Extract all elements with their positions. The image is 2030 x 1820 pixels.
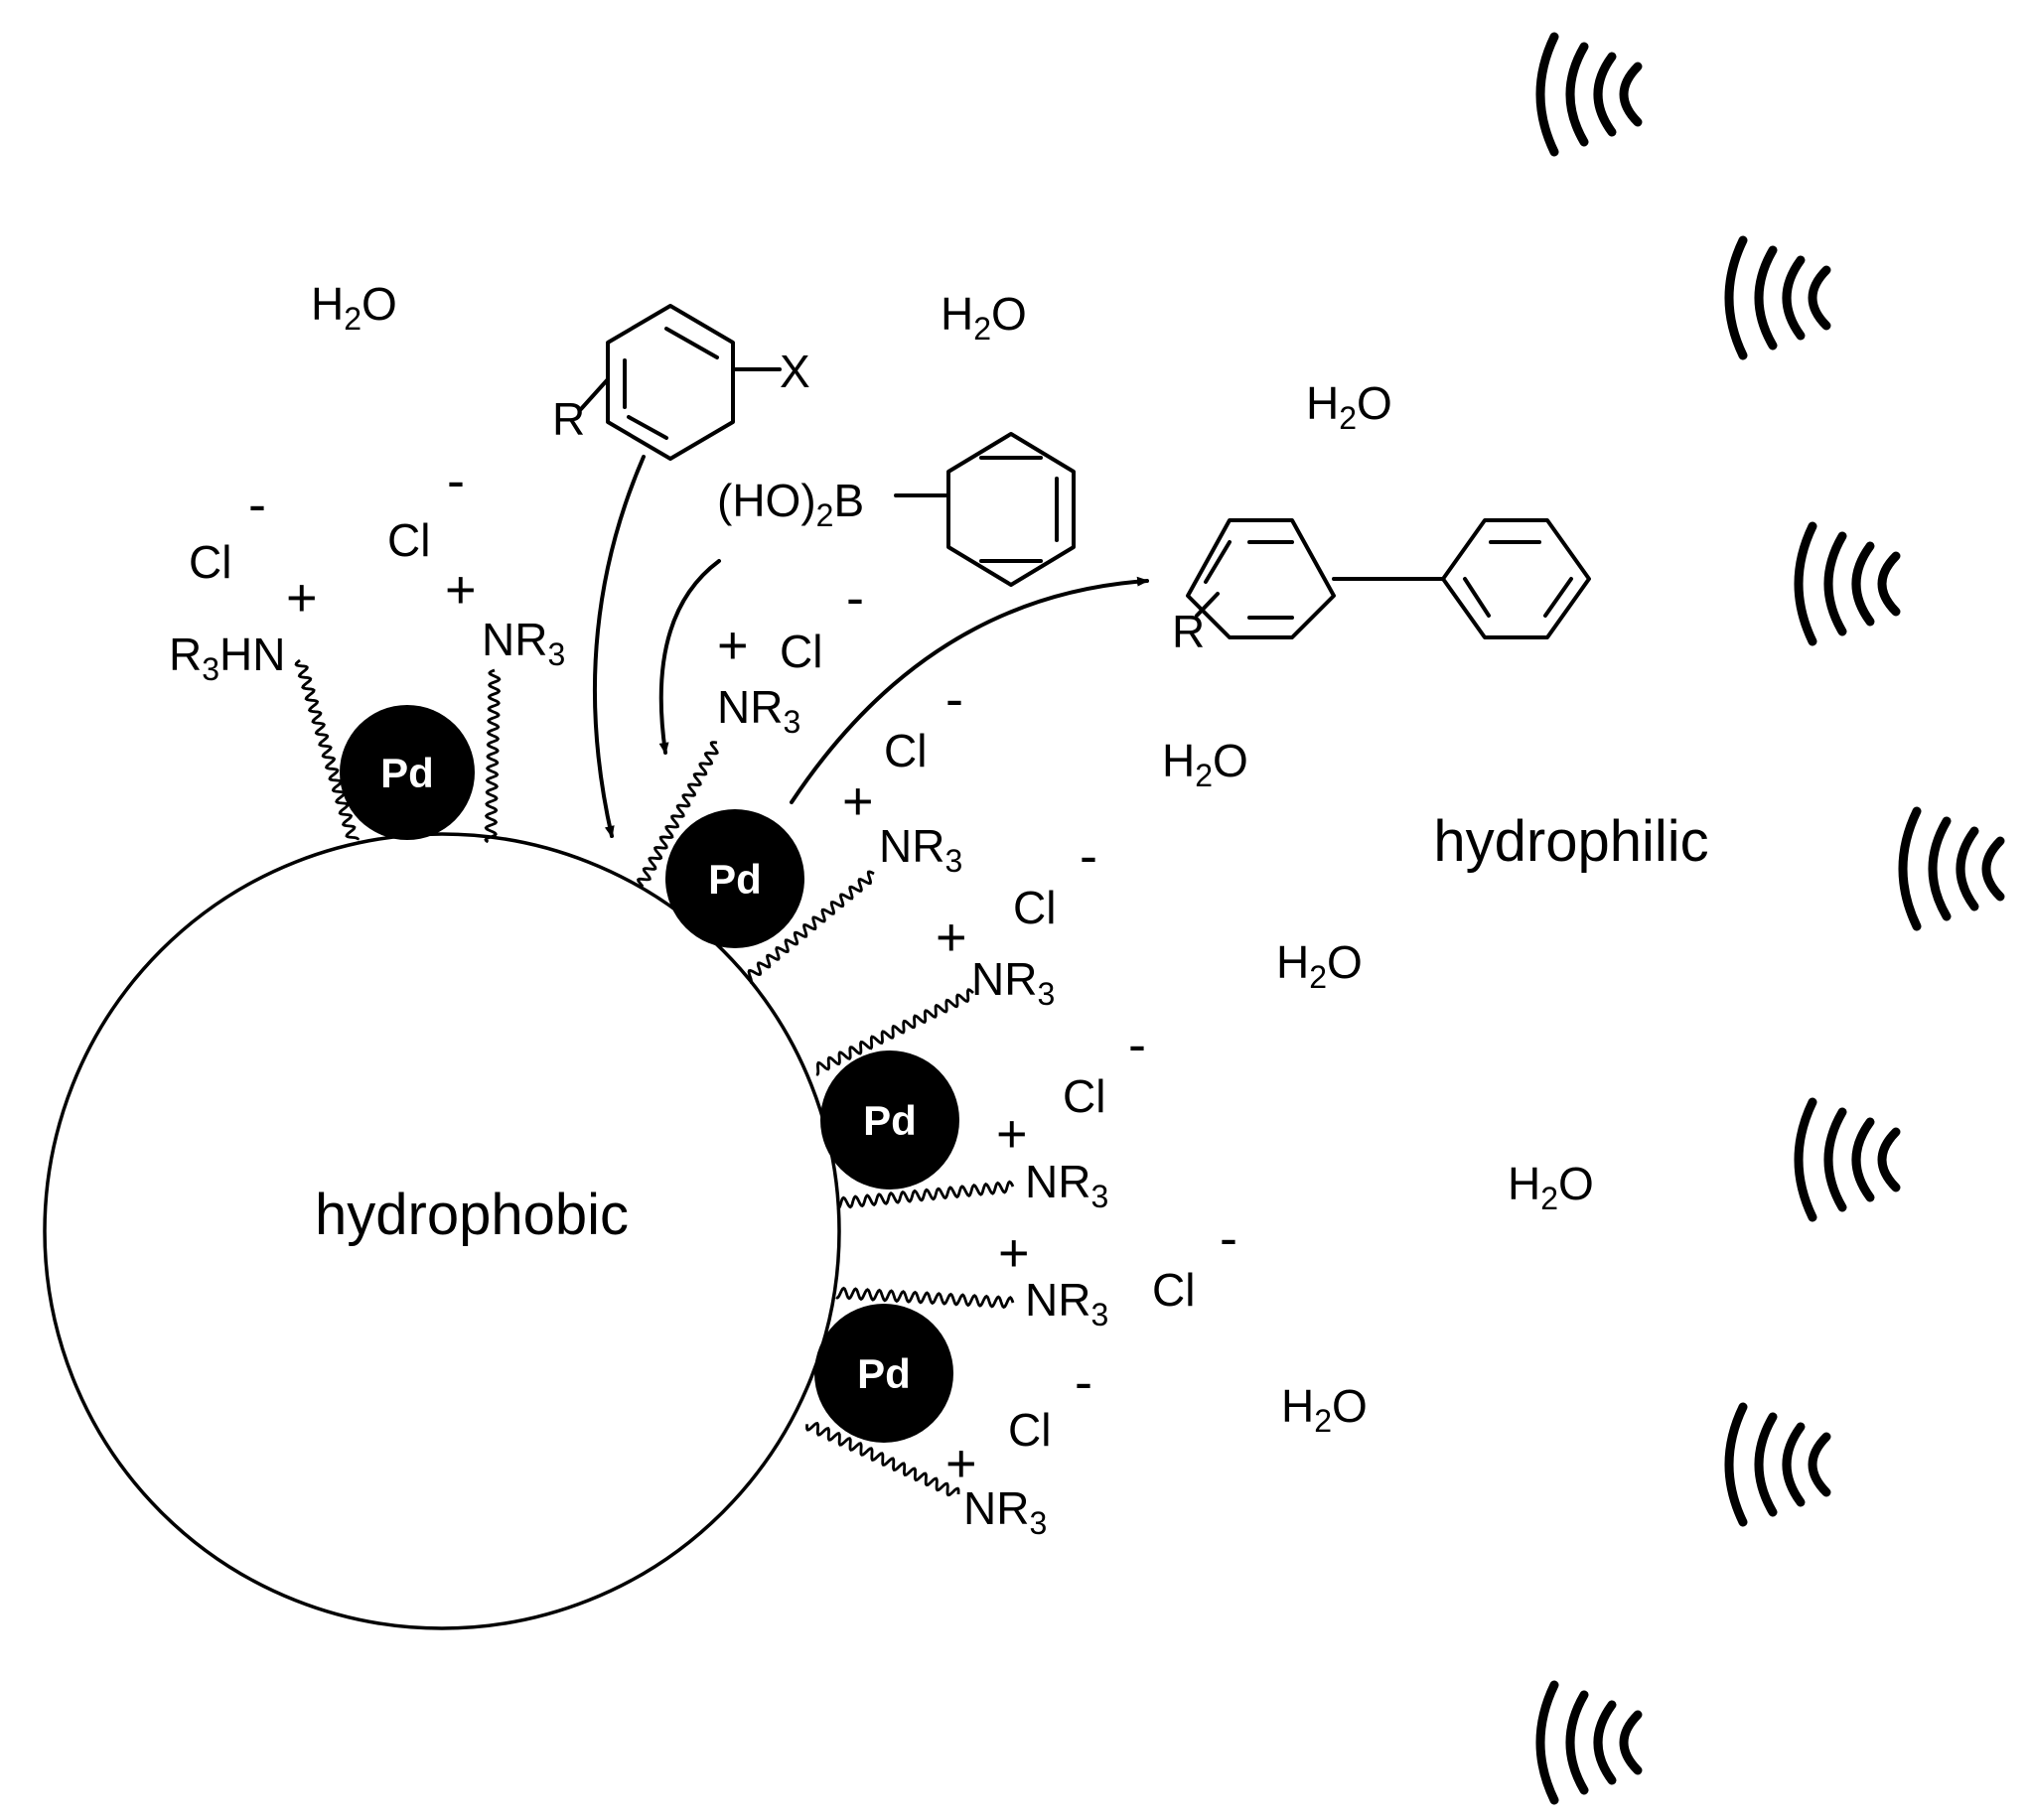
wavy-tether (836, 1180, 1015, 1210)
reaction-arrow (658, 559, 721, 755)
chloride-label: Cl (1008, 1404, 1051, 1456)
sound-wave-icon (1898, 806, 2005, 931)
plus-charge: + (717, 616, 749, 675)
halide-label: X (780, 346, 810, 397)
plus-charge: + (936, 908, 967, 967)
chloride-label: Cl (884, 725, 927, 776)
minus-charge: - (846, 568, 864, 628)
sound-wave-icon (1724, 1402, 1831, 1527)
sound-wave-icon (1794, 521, 1901, 646)
boronic-acid-label: (HO)2B (717, 475, 864, 533)
wavy-tether (835, 1286, 1015, 1310)
svg-text:Pd: Pd (380, 750, 434, 796)
minus-charge: - (447, 451, 465, 510)
water-label: H2O (1162, 735, 1248, 793)
ultrasound-waves (1535, 32, 2005, 1805)
water-label: H2O (1508, 1158, 1594, 1216)
ammonium-label: NR3 (879, 820, 962, 879)
chloride-label: Cl (780, 626, 822, 677)
polymer-tethers (294, 658, 1015, 1497)
ammonium-label: NR3 (482, 614, 565, 672)
plus-charge: + (445, 560, 477, 620)
pd-nanoparticle: Pd (814, 1304, 953, 1443)
wavy-tether (294, 658, 360, 841)
ammonium-label: NR3 (717, 681, 800, 740)
sound-wave-icon (1794, 1097, 1901, 1222)
reaction-arrow (790, 576, 1149, 804)
plus-charge: + (286, 568, 318, 628)
chloride-label: Cl (189, 536, 231, 588)
substituent-label: R (1172, 606, 1205, 657)
water-label: H2O (941, 288, 1027, 347)
water-label: H2O (1306, 377, 1392, 436)
pd-nanoparticle: Pd (340, 705, 475, 840)
ammonium-label: NR3 (971, 953, 1055, 1012)
hydrophilic-label: hydrophilic (1433, 809, 1708, 874)
svg-text:Pd: Pd (863, 1097, 917, 1144)
sound-wave-icon (1535, 1680, 1643, 1805)
substituent-label: R (552, 393, 585, 445)
minus-charge: - (1220, 1208, 1237, 1268)
pd-nanoparticle: Pd (820, 1050, 959, 1190)
polymer-support-bead (43, 832, 841, 1630)
minus-charge: - (1128, 1015, 1146, 1074)
plus-charge: + (842, 771, 874, 831)
ammonium-label: NR3 (963, 1482, 1047, 1541)
plus-charge: + (996, 1104, 1028, 1164)
wavy-tether (805, 1421, 960, 1497)
sound-wave-icon (1724, 235, 1831, 360)
minus-charge: - (1080, 826, 1097, 886)
chloride-label: Cl (1063, 1070, 1105, 1122)
aryl-halide-molecule: X R (552, 304, 810, 461)
ammonium-label: R3HN (169, 629, 285, 687)
reaction-arrow (592, 455, 646, 838)
minus-charge: - (248, 475, 266, 534)
boronic-acid-molecule: (HO)2B (717, 432, 1076, 587)
minus-charge: - (945, 669, 963, 729)
sound-wave-icon (1535, 32, 1643, 157)
water-label: H2O (311, 278, 397, 337)
wavy-tether (747, 870, 875, 984)
ammonium-label: NR3 (1025, 1156, 1108, 1214)
water-label: H2O (1281, 1380, 1368, 1439)
plus-charge: + (998, 1223, 1030, 1283)
chloride-label: Cl (1152, 1264, 1195, 1316)
plus-charge: + (945, 1434, 977, 1493)
svg-text:Pd: Pd (708, 856, 762, 903)
chloride-label: Cl (1013, 882, 1056, 933)
minus-charge: - (1075, 1352, 1092, 1412)
biaryl-product-molecule: R (1172, 518, 1591, 657)
chloride-label: Cl (387, 514, 430, 566)
hydrophobic-label: hydrophobic (315, 1183, 629, 1247)
ammonium-label: NR3 (1025, 1274, 1108, 1332)
wavy-tether (637, 741, 719, 888)
svg-text:Pd: Pd (857, 1350, 911, 1397)
wavy-tether (484, 668, 502, 844)
wavy-tether (815, 988, 974, 1076)
water-label: H2O (1276, 936, 1363, 995)
pd-nanoparticle: Pd (665, 809, 804, 948)
